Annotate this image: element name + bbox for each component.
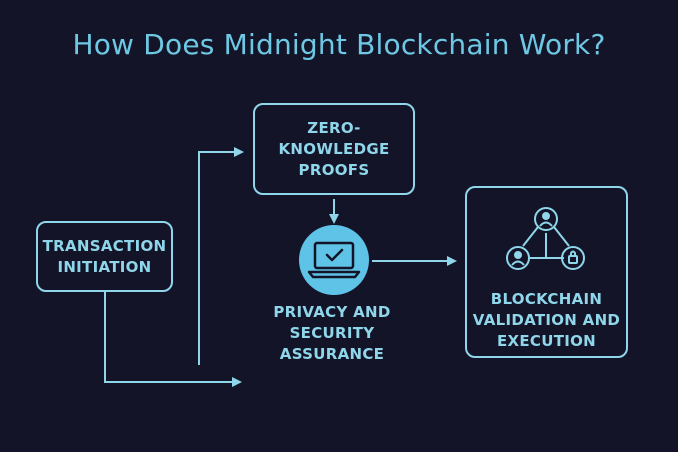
blockchain-validation-label: BLOCKCHAIN VALIDATION AND EXECUTION [472, 290, 621, 350]
arrow-transaction-to-bottom [104, 292, 242, 387]
arrow-up-to-zk-proofs [198, 147, 244, 365]
privacy-security-label: PRIVACY AND SECURITY ASSURANCE [273, 303, 391, 363]
diagram-title: How Does Midnight Blockchain Work? [72, 28, 606, 61]
blockchain-validation-box: BLOCKCHAIN VALIDATION AND EXECUTION [465, 186, 628, 358]
zero-knowledge-proofs-label: ZERO- KNOWLEDGE PROOFS [278, 118, 390, 179]
zero-knowledge-proofs-box: ZERO- KNOWLEDGE PROOFS [253, 103, 415, 195]
laptop-check-icon [299, 225, 369, 295]
network-users-icon [506, 207, 585, 270]
transaction-initiation-box: TRANSACTION INITIATION [36, 221, 173, 292]
transaction-initiation-label: TRANSACTION INITIATION [42, 236, 167, 276]
